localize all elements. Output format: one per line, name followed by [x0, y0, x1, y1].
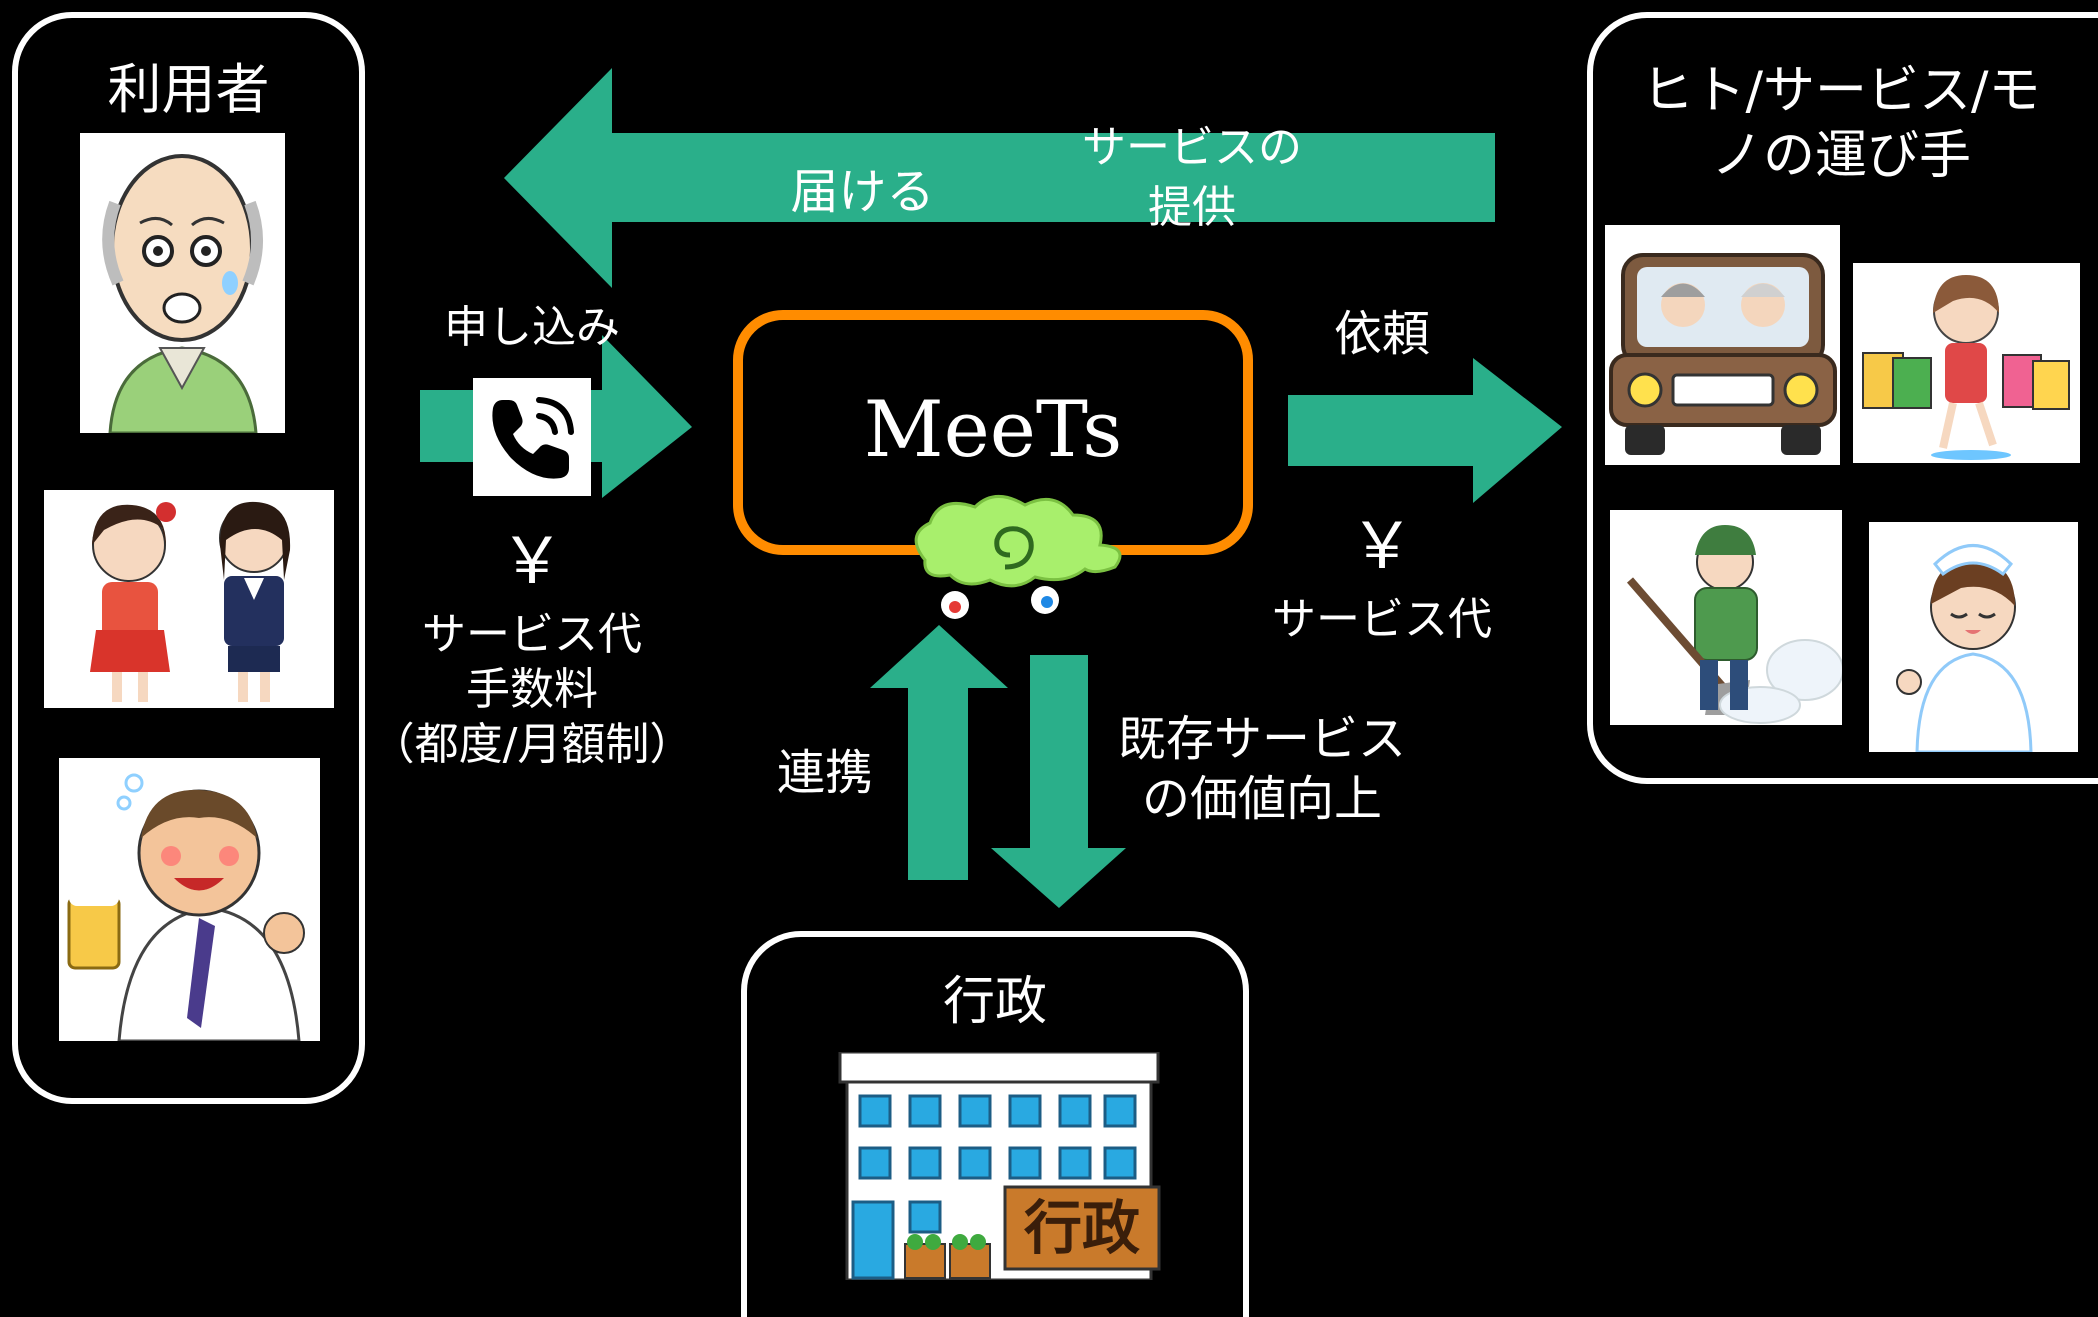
children-illustration	[44, 490, 334, 708]
providers-panel	[1587, 12, 2098, 784]
request-fee-line1: サービス代	[1272, 594, 1492, 645]
government-building-illustration: 行政	[835, 1050, 1165, 1282]
deliver-label: 届ける	[790, 164, 935, 220]
phone-icon	[492, 397, 574, 479]
providers-title-line1: ヒト/サービス/モ	[1641, 61, 2041, 121]
service-provision-label-line2: 提供	[1148, 182, 1236, 233]
users-panel: 利用者	[12, 12, 365, 1104]
request-yen: ￥	[1350, 510, 1414, 584]
cooperation-arrow	[870, 625, 1008, 880]
users-title: 利用者	[107, 58, 270, 121]
green-cloud-mascot	[914, 495, 1122, 619]
elderly-couple-car-illustration	[1605, 225, 1840, 465]
government-building-sign: 行政	[1023, 1194, 1140, 1262]
snow-shoveling-illustration	[1610, 510, 1844, 725]
apply-fee-line3: （都度/月額制）	[370, 719, 694, 770]
phone-icon-tile	[473, 378, 591, 496]
apply-fee-line1: サービス代	[422, 609, 642, 660]
nurse-illustration	[1869, 522, 2078, 754]
value-improvement-line2: の価値向上	[1141, 771, 1382, 827]
request-label: 依頼	[1333, 306, 1430, 362]
providers-title-line2: ノの運び手	[1710, 126, 1971, 186]
value-improvement-line1: 既存サービス	[1117, 711, 1406, 767]
office-worker-illustration	[59, 758, 320, 1043]
apply-yen: ￥	[500, 525, 564, 599]
cooperation-label: 連携	[776, 745, 873, 801]
service-provision-label-line1: サービスの	[1082, 122, 1302, 173]
government-panel: 行政	[741, 931, 1249, 1317]
hub-name: MeeTs	[863, 385, 1123, 475]
apply-fee-line2: 手数料	[466, 664, 598, 715]
service-delivery-arrow	[504, 68, 1495, 288]
elderly-man-illustration	[80, 133, 285, 435]
apply-label: 申し込み	[444, 302, 620, 353]
request-arrow	[1288, 358, 1562, 503]
shopping-woman-illustration	[1853, 263, 2080, 463]
government-title: 行政	[942, 972, 1047, 1032]
value-improvement-arrow	[991, 655, 1126, 908]
